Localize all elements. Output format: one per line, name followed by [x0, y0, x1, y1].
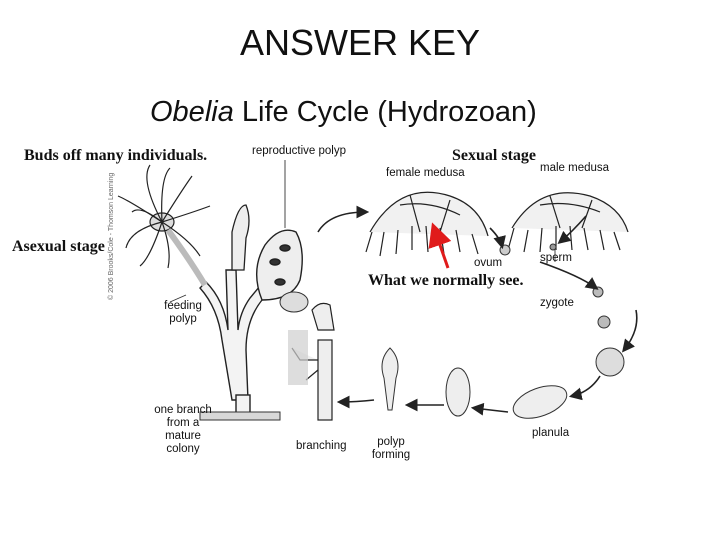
reproductive-polyp	[256, 229, 303, 301]
label-branch-line-2: from a	[166, 417, 200, 429]
highlight-arrow	[428, 222, 452, 269]
planula-larva	[512, 385, 568, 419]
cycle-arrows	[317, 205, 638, 416]
upper-polyp	[231, 204, 250, 271]
label-ovum: ovum	[474, 257, 503, 269]
note-buds: Buds off many individuals.	[24, 147, 208, 164]
label-female-medusa: female medusa	[386, 167, 465, 179]
polyp-forming-stage	[445, 367, 471, 417]
label-branch-line-1: one branch	[154, 404, 212, 416]
copyright-text: © 2006 Brooks/Cole - Thomson Learning	[108, 172, 115, 300]
ovum-cell	[499, 244, 511, 256]
female-medusa	[365, 191, 489, 257]
label-branch-line-4: colony	[166, 443, 200, 455]
bud	[279, 291, 309, 313]
feeding-polyp	[117, 164, 211, 287]
label-branch-line-3: mature	[165, 430, 201, 442]
blastula	[595, 347, 625, 377]
note-sexual-stage: Sexual stage	[452, 147, 536, 164]
zygote-cell-2	[597, 315, 611, 329]
label-polyp-line: polyp	[169, 313, 197, 325]
label-male-medusa: male medusa	[540, 162, 610, 174]
label-planula: planula	[532, 427, 570, 439]
zygote-cell-1	[592, 286, 604, 298]
diagram-title: Obelia Life Cycle (Hydrozoan)	[150, 96, 537, 129]
substrate	[199, 411, 281, 421]
label-sperm: sperm	[540, 252, 572, 264]
note-asexual-stage: Asexual stage	[12, 238, 105, 255]
label-zygote: zygote	[540, 297, 574, 309]
note-what-we-see: What we normally see.	[368, 272, 524, 289]
diagram-title-rest: Life Cycle (Hydrozoan)	[233, 96, 537, 128]
branching-stage	[288, 302, 335, 421]
label-polyp-forming-line-1: polyp	[377, 436, 405, 448]
page-title: ANSWER KEY	[239, 22, 481, 63]
label-polyp-forming-line-2: forming	[371, 449, 411, 461]
diagram-title-genus: Obelia	[150, 96, 234, 128]
sperm-cell	[549, 243, 557, 251]
young-polyp-stage	[381, 347, 399, 411]
label-feeding-line: feeding	[164, 300, 202, 312]
label-branching: branching	[296, 440, 347, 452]
leader-lines	[169, 160, 556, 303]
male-medusa	[507, 192, 629, 253]
colony-stalk	[199, 269, 269, 416]
label-reproductive-polyp: reproductive polyp	[252, 145, 346, 157]
